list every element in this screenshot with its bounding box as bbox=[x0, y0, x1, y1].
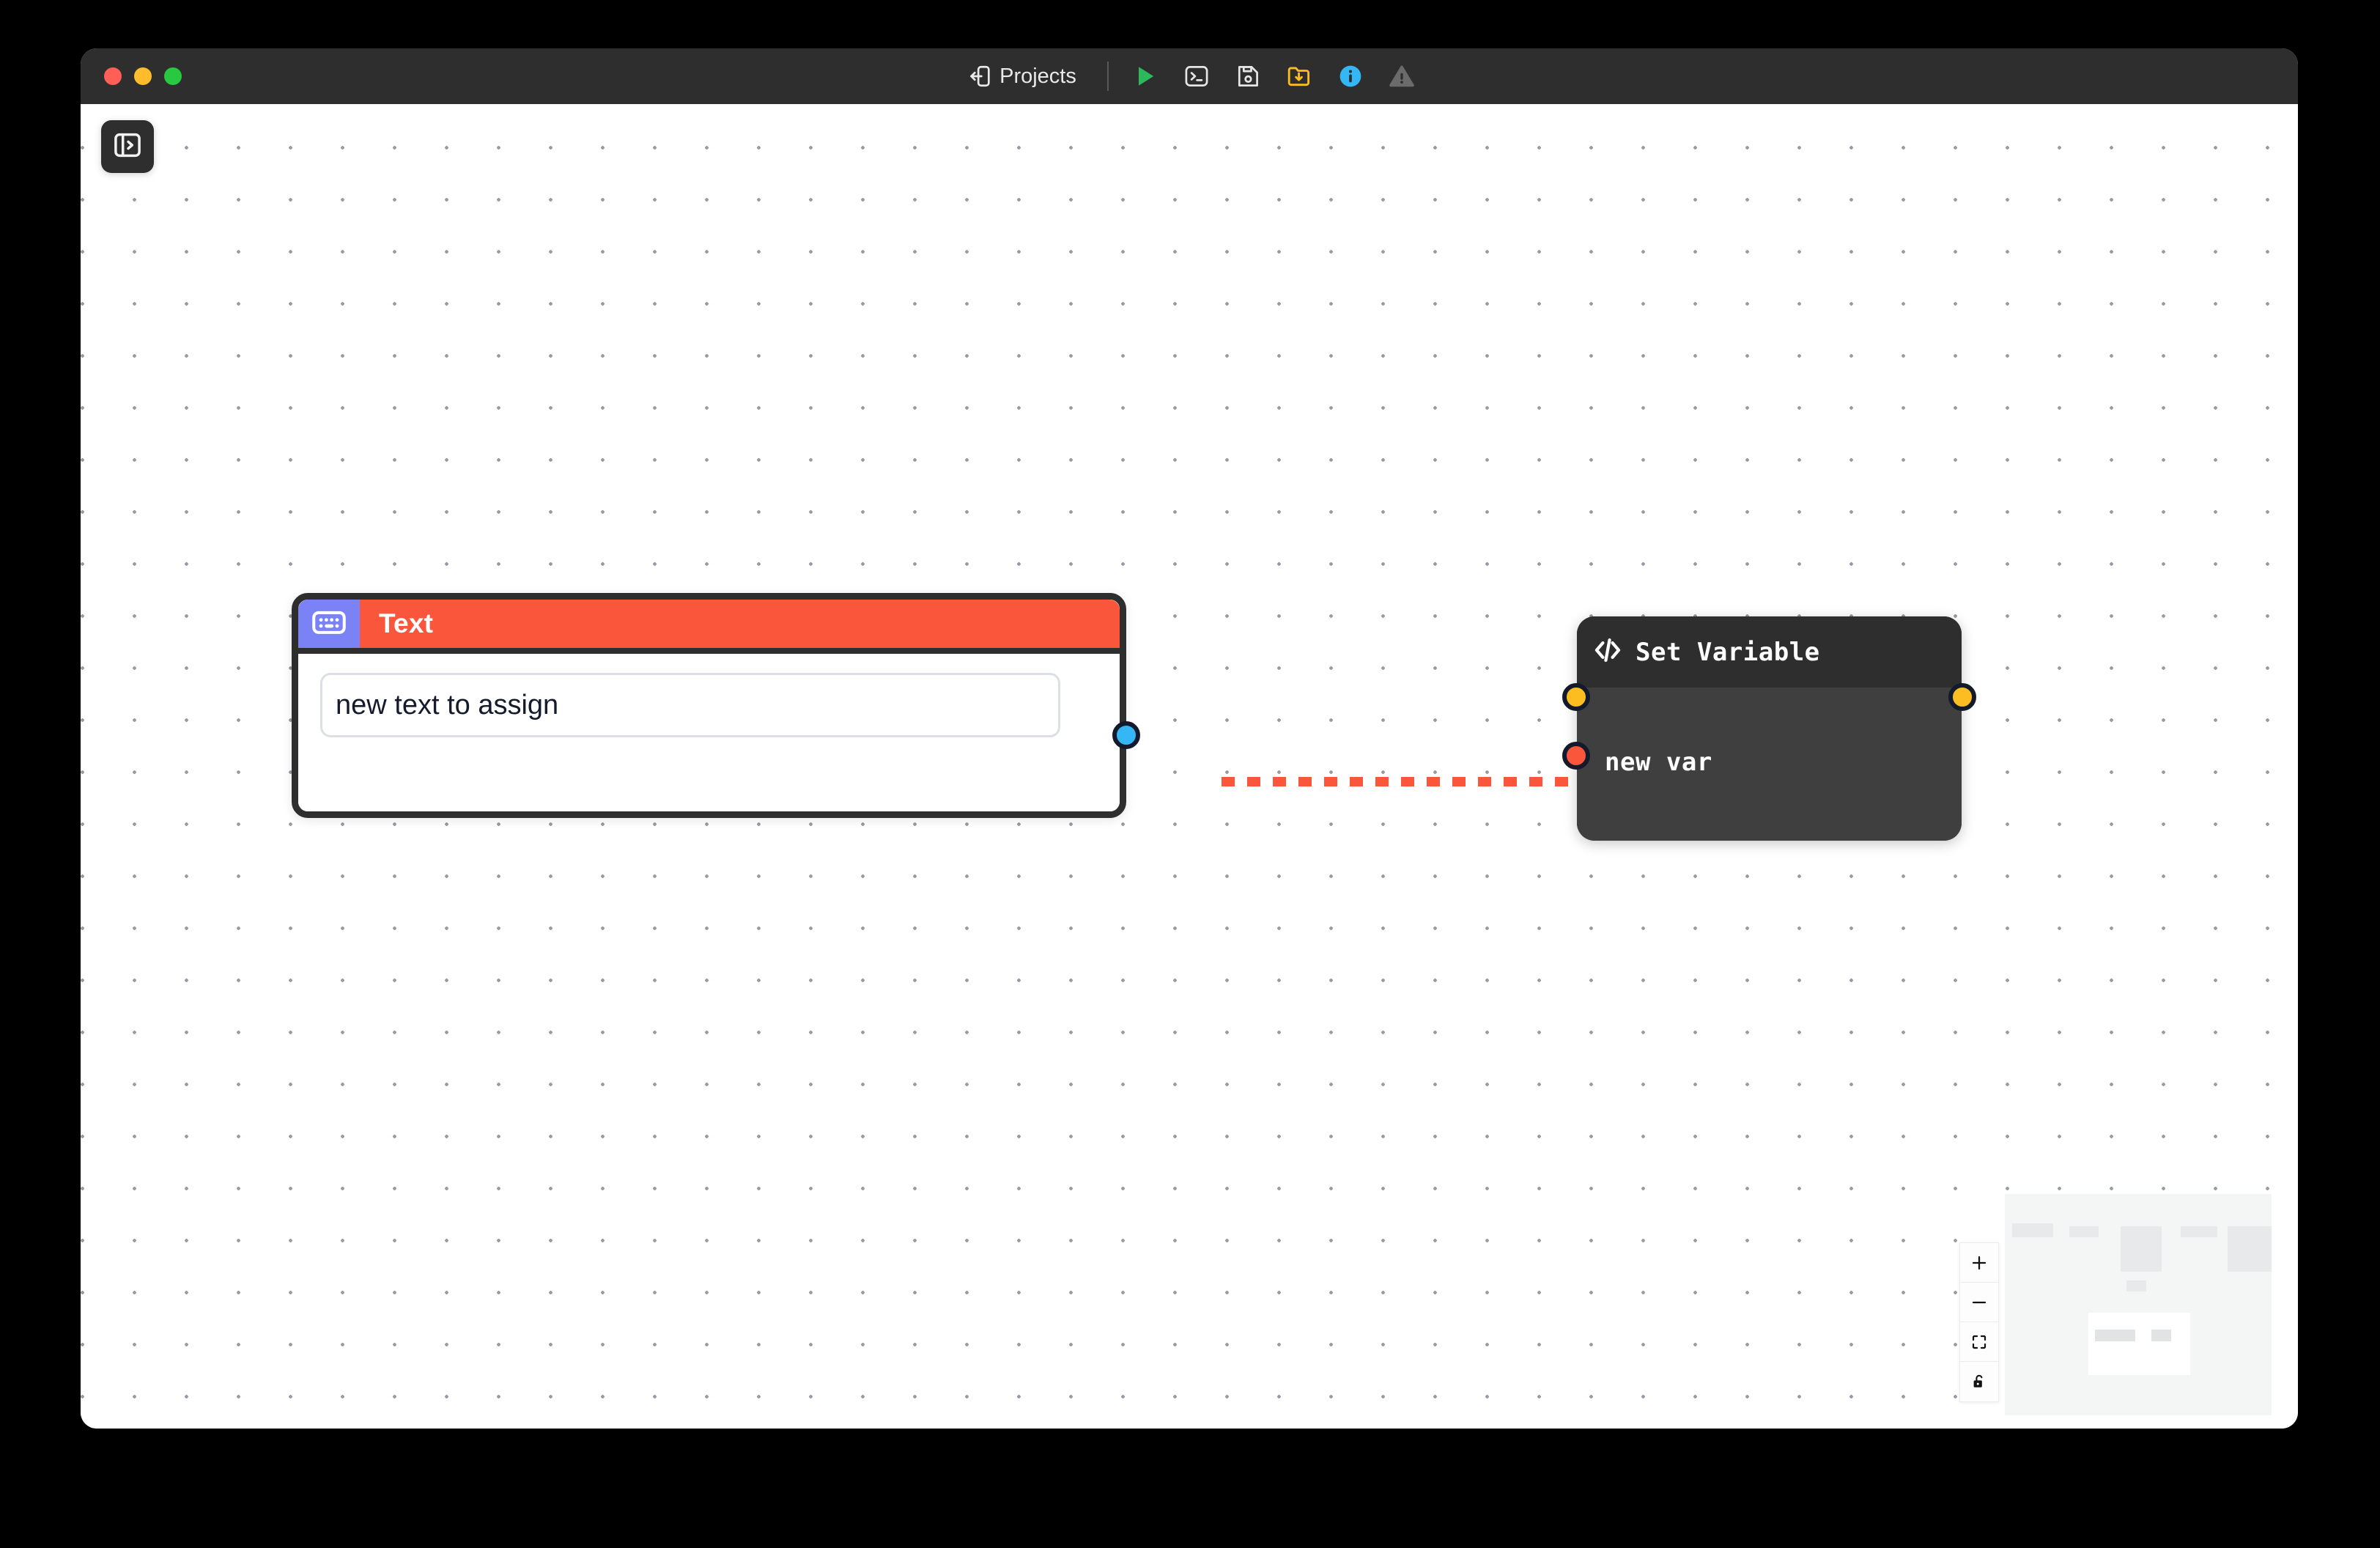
node-text-body bbox=[298, 654, 1120, 811]
setvar-exec-in-port[interactable] bbox=[1562, 683, 1590, 711]
node-set-variable-inner: Set Variable new var bbox=[1577, 616, 1962, 841]
zoom-out-button[interactable] bbox=[1960, 1283, 1998, 1322]
minimap-viewport[interactable] bbox=[2088, 1313, 2190, 1375]
text-output-port[interactable] bbox=[1112, 721, 1140, 749]
keyboard-icon bbox=[311, 604, 347, 644]
node-text-header: Text bbox=[298, 600, 1120, 654]
graph-canvas[interactable]: Text S bbox=[81, 104, 2298, 1429]
setvar-exec-out-port[interactable] bbox=[1948, 683, 1976, 711]
zoom-in-button[interactable] bbox=[1960, 1243, 1998, 1283]
panel-open-icon bbox=[112, 130, 143, 164]
lock-toggle-button[interactable] bbox=[1960, 1362, 1998, 1401]
terminal-icon bbox=[1183, 63, 1210, 89]
projects-button[interactable]: Projects bbox=[961, 61, 1084, 92]
load-button[interactable] bbox=[1283, 60, 1315, 92]
warnings-button[interactable] bbox=[1386, 60, 1418, 92]
node-set-variable-title: Set Variable bbox=[1636, 637, 1820, 667]
traffic-lights bbox=[104, 67, 182, 85]
projects-label: Projects bbox=[999, 64, 1076, 88]
minimap-node bbox=[2095, 1330, 2135, 1341]
window-maximize-button[interactable] bbox=[164, 67, 182, 85]
window-close-button[interactable] bbox=[104, 67, 122, 85]
titlebar: Projects bbox=[81, 48, 2298, 104]
minimap-node bbox=[2151, 1330, 2171, 1341]
window-minimize-button[interactable] bbox=[134, 67, 152, 85]
exit-to-projects-icon bbox=[968, 64, 993, 89]
app-window: Projects bbox=[81, 48, 2298, 1429]
warning-triangle-icon bbox=[1389, 63, 1415, 89]
minimap-node bbox=[2069, 1226, 2099, 1237]
run-button[interactable] bbox=[1129, 60, 1161, 92]
toolbar-icons bbox=[1129, 60, 1418, 92]
minimap-node bbox=[2228, 1226, 2272, 1272]
text-value-input[interactable] bbox=[320, 673, 1060, 737]
node-set-variable[interactable]: Set Variable new var bbox=[1562, 616, 1976, 841]
minimap-node bbox=[2121, 1226, 2162, 1272]
setvar-value-in-port[interactable] bbox=[1562, 742, 1590, 770]
zoom-controls bbox=[1959, 1242, 1999, 1402]
code-brackets-icon bbox=[1592, 634, 1624, 670]
titlebar-center: Projects bbox=[81, 60, 2298, 92]
node-set-variable-header: Set Variable bbox=[1577, 616, 1962, 688]
node-text-iconbox bbox=[298, 600, 360, 648]
fit-view-icon bbox=[1970, 1333, 1988, 1351]
folder-download-icon bbox=[1286, 63, 1312, 89]
sidebar-toggle-button[interactable] bbox=[101, 120, 154, 173]
unlock-icon bbox=[1970, 1373, 1988, 1390]
minimap-node bbox=[2126, 1280, 2146, 1291]
minimap-node bbox=[2012, 1223, 2053, 1237]
minimap[interactable] bbox=[2005, 1194, 2272, 1415]
play-icon bbox=[1132, 63, 1158, 89]
minimap-node bbox=[2181, 1226, 2217, 1237]
node-set-variable-body: new var bbox=[1577, 688, 1962, 841]
edge-text-to-setvar[interactable] bbox=[1222, 777, 1581, 786]
fit-view-button[interactable] bbox=[1960, 1322, 1998, 1362]
node-text-title: Text bbox=[379, 608, 434, 638]
set-variable-row-label: new var bbox=[1605, 748, 1712, 777]
minus-icon bbox=[1970, 1293, 1989, 1312]
save-button[interactable] bbox=[1232, 60, 1264, 92]
floppy-save-icon bbox=[1235, 63, 1261, 89]
plus-icon bbox=[1970, 1253, 1989, 1272]
toolbar-divider bbox=[1106, 62, 1109, 91]
node-text-inner: Text bbox=[298, 600, 1120, 811]
node-text[interactable]: Text bbox=[292, 593, 1140, 818]
console-button[interactable] bbox=[1180, 60, 1213, 92]
info-circle-icon bbox=[1337, 63, 1364, 89]
info-button[interactable] bbox=[1334, 60, 1367, 92]
